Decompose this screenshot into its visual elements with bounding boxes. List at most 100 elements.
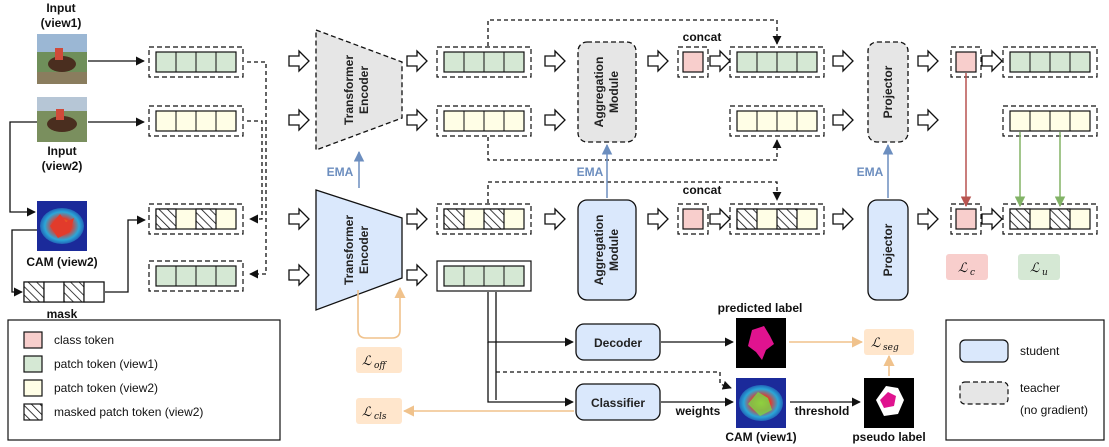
- loss-c-sub: c: [970, 268, 975, 278]
- cam-dashed-connector: [496, 371, 732, 390]
- teacher-encoder-label-1: Transformer: [342, 55, 356, 125]
- loss-seg-badge: ℒ seg: [864, 329, 914, 355]
- teacher-encoder-label-2: Encoder: [357, 66, 371, 114]
- agg-class-token-student: [677, 203, 709, 235]
- input-view2-image: [37, 97, 87, 142]
- teacher-agg-label-2: Module: [607, 71, 621, 113]
- agg-class-token-teacher: [677, 46, 709, 78]
- loss-seg-sub: seg: [883, 343, 899, 353]
- weights-label: weights: [675, 404, 721, 418]
- cam-view2-label: CAM (view2): [26, 255, 97, 269]
- teacher-aggregation-module: Aggregation Module: [577, 41, 637, 143]
- out-class-token-student: [950, 203, 982, 235]
- loss-u-main: ℒ: [1030, 261, 1040, 276]
- input-view1-title: Input: [46, 1, 75, 15]
- legend-student-label: student: [1020, 344, 1060, 358]
- enc-out-row4: [436, 260, 532, 292]
- legend-view1-label: patch token (view1): [54, 357, 158, 371]
- concat-label-bottom: concat: [683, 183, 722, 197]
- student-agg-label-1: Aggregation: [592, 215, 606, 286]
- cam-view2-image: [37, 201, 87, 251]
- out-tokens-row1: [1002, 46, 1098, 78]
- tokens-row3-masked: [148, 203, 244, 235]
- legend-item-class-token: class token: [23, 331, 114, 349]
- threshold-label: threshold: [795, 404, 850, 418]
- tokens-row2-view2: [148, 105, 244, 137]
- mask-strip: [23, 281, 105, 303]
- predicted-label-image: [736, 318, 786, 368]
- legend-item-masked: masked patch token (view2): [23, 403, 203, 421]
- concat-tokens-row2: [729, 105, 825, 137]
- out-class-token-teacher: [950, 46, 982, 78]
- enc-out-row3: [436, 203, 532, 235]
- teacher-transformer-encoder: Transformer Encoder: [315, 29, 403, 151]
- loss-u-badge: ℒ u: [1018, 254, 1060, 280]
- bottom-branch-connectors: [487, 292, 861, 407]
- loss-off-sub: off: [374, 361, 387, 371]
- loss-u-sub: u: [1042, 268, 1048, 278]
- pseudo-label-image: [864, 378, 914, 428]
- teacher-projector-label: Projector: [881, 65, 895, 118]
- loss-c-badge: ℒ c: [946, 254, 988, 280]
- student-transformer-encoder: Transformer Encoder: [315, 189, 403, 311]
- loss-seg-main: ℒ: [871, 336, 881, 351]
- input-view1-subtitle: (view1): [41, 16, 82, 30]
- ema-label-projector: EMA: [857, 165, 884, 179]
- orange-loss-connectors: [357, 286, 895, 417]
- out-tokens-row2: [1002, 105, 1098, 137]
- loss-cls-badge: ℒ cls: [356, 398, 402, 424]
- legend-class-token-label: class token: [54, 333, 114, 347]
- concat-top-connector: [487, 19, 782, 203]
- student-projector-label: Projector: [881, 223, 895, 276]
- student-encoder-label-2: Encoder: [357, 226, 371, 274]
- tokens-row4-view1: [148, 260, 244, 292]
- concat-label-top: concat: [683, 30, 722, 44]
- swap-connectors: [247, 61, 267, 279]
- input-view2-subtitle: (view2): [42, 159, 83, 173]
- legend-teacher-sublabel: (no gradient): [1020, 403, 1088, 417]
- legend-masked-label: masked patch token (view2): [54, 405, 203, 419]
- cam-view1-image: [736, 378, 786, 428]
- legend-item-view1: patch token (view1): [23, 355, 158, 373]
- legend-right: student teacher (no gradient): [945, 319, 1105, 441]
- loss-cls-sub: cls: [374, 412, 387, 422]
- input-view2-title: Input: [47, 144, 76, 158]
- legend-teacher-label: teacher: [1020, 381, 1060, 395]
- ema-label-encoder: EMA: [327, 165, 354, 179]
- decoder-label: Decoder: [594, 336, 642, 350]
- loss-c-main: ℒ: [958, 261, 968, 276]
- concat-tokens-row1: [729, 46, 825, 78]
- teacher-agg-label-1: Aggregation: [592, 57, 606, 128]
- legend-left: class token patch token (view1) patch to…: [7, 319, 281, 441]
- legend-item-teacher: teacher (no gradient): [959, 381, 1088, 417]
- legend-item-student: student: [959, 339, 1060, 363]
- decoder-box: Decoder: [575, 323, 661, 361]
- out-tokens-row3: [1002, 203, 1098, 235]
- legend-item-view2: patch token (view2): [23, 379, 158, 397]
- student-projector: Projector: [867, 199, 909, 301]
- pseudo-label-label: pseudo label: [852, 430, 925, 444]
- input-connectors: [9, 56, 146, 297]
- tokens-row1-view1: [148, 46, 244, 78]
- loss-off-badge: ℒ off: [356, 347, 402, 373]
- concat-tokens-row3: [729, 203, 825, 235]
- student-encoder-label-1: Transformer: [342, 215, 356, 285]
- mask-label: mask: [47, 307, 78, 321]
- student-agg-label-2: Module: [607, 229, 621, 271]
- loss-off-main: ℒ: [362, 354, 372, 369]
- enc-out-row1: [436, 46, 532, 78]
- student-aggregation-module: Aggregation Module: [577, 199, 637, 301]
- block-arrows: [288, 49, 1003, 287]
- input-view1-image: [37, 34, 87, 84]
- teacher-projector: Projector: [867, 41, 909, 143]
- loss-cls-main: ℒ: [362, 405, 372, 420]
- legend-view2-label: patch token (view2): [54, 381, 158, 395]
- classifier-label: Classifier: [591, 396, 645, 410]
- predicted-label-title: predicted label: [718, 301, 803, 315]
- cam-view1-label: CAM (view1): [725, 430, 796, 444]
- ema-label-aggregation: EMA: [577, 165, 604, 179]
- enc-out-row2: [436, 105, 532, 137]
- classifier-box: Classifier: [575, 383, 661, 421]
